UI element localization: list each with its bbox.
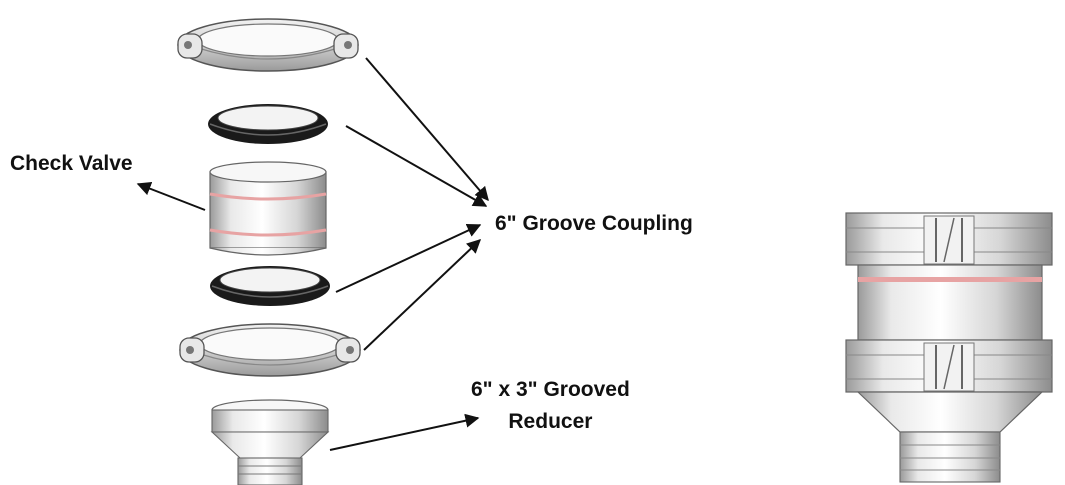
label-check-valve: Check Valve [10, 152, 133, 175]
bottom-gasket [210, 266, 330, 306]
arrow-top-gasket [345, 125, 488, 207]
label-groove-coupling: 6" Groove Coupling [495, 212, 693, 235]
reducer-part [210, 399, 330, 485]
arrow-check-valve [136, 182, 206, 211]
arrow-top-coupling [365, 57, 489, 202]
arrow-bottom-gasket [335, 223, 482, 293]
bottom-coupling-housing [179, 323, 361, 377]
arrow-reducer [329, 413, 480, 451]
arrow-bottom-coupling [363, 239, 482, 351]
check-valve-body [209, 161, 327, 256]
label-reducer-line2: Reducer [508, 410, 593, 433]
assembled-unit [845, 212, 1053, 483]
annotation-arrows [136, 57, 489, 451]
top-gasket [208, 104, 328, 144]
label-grooved-reducer: 6" x 3" Grooved Reducer [471, 374, 630, 438]
label-reducer-line1: 6" x 3" Grooved [471, 378, 630, 401]
top-coupling-housing [177, 18, 359, 72]
